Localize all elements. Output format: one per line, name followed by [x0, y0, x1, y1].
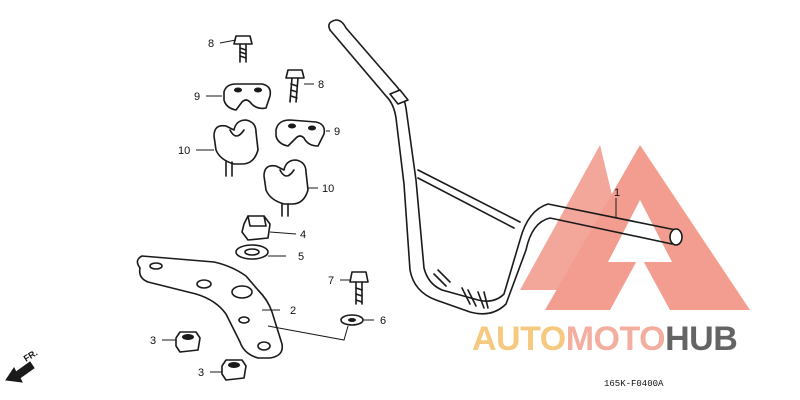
- bolt-7: [340, 271, 369, 305]
- callout-7: 7: [328, 275, 334, 287]
- nut-3-lower: [210, 359, 247, 381]
- washer-5: [235, 244, 286, 260]
- watermark-word-accent: AUTO: [472, 320, 566, 358]
- nut-3-upper: [162, 331, 201, 353]
- upper-holder-9-left: [206, 83, 272, 111]
- watermark-logo-text: AUTOMOTOHUB: [472, 320, 738, 358]
- callout-3-upper: 3: [150, 335, 156, 347]
- callout-10-right: 10: [322, 183, 334, 195]
- callout-9-left: 9: [194, 91, 200, 103]
- callout-6: 6: [380, 315, 386, 327]
- washer-6: [340, 314, 374, 326]
- svg-text:AUTOMOTOHUB: AUTOMOTOHUB: [472, 320, 737, 358]
- front-label: FR.: [22, 348, 40, 364]
- bracket-2: [136, 255, 349, 359]
- callout-8-left: 8: [208, 38, 214, 50]
- watermark-word-mid: MOTO: [566, 320, 665, 358]
- upper-holder-9-right: [275, 119, 330, 147]
- front-arrow-icon: [5, 361, 35, 383]
- nut-4: [241, 215, 297, 241]
- bolt-8-right: [285, 69, 314, 103]
- callout-1: 1: [614, 187, 620, 199]
- watermark-logo-triangle: [520, 145, 750, 310]
- callout-9-right: 9: [334, 126, 340, 138]
- watermark-word-dark: HUB: [665, 320, 737, 358]
- callout-4: 4: [300, 229, 306, 241]
- callout-5: 5: [298, 251, 304, 263]
- callout-3-lower: 3: [198, 367, 204, 379]
- handlebar: [328, 19, 683, 315]
- callout-2: 2: [290, 305, 296, 317]
- lower-holder-10-right: [263, 159, 318, 217]
- diagram-reference-code: 165K-F0400A: [604, 379, 664, 389]
- callout-10-left: 10: [178, 145, 190, 157]
- front-direction-indicator: FR.: [5, 348, 40, 383]
- bolt-8-left: [219, 35, 253, 63]
- callout-8-right: 8: [318, 79, 324, 91]
- lower-holder-10-left: [196, 119, 259, 177]
